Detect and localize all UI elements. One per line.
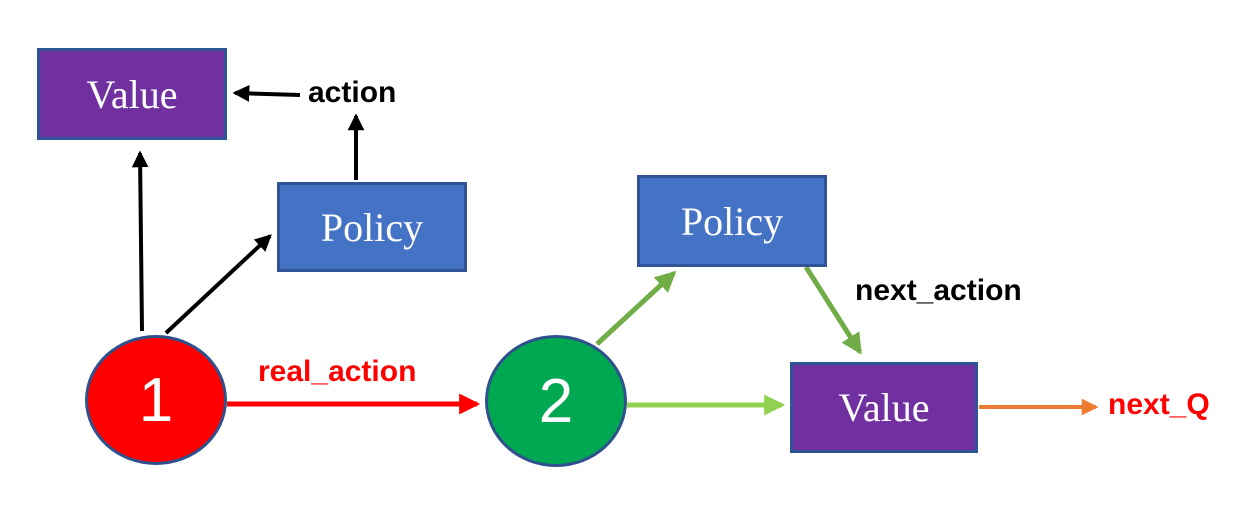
state-circle-2: 2 xyxy=(485,335,627,467)
next-action-label: next_action xyxy=(855,274,1022,307)
policy-box-2-label: Policy xyxy=(680,198,784,244)
value-box-2: Value xyxy=(790,362,978,453)
value-box-1-label: Value xyxy=(86,71,178,117)
state-circle-1-label: 1 xyxy=(138,365,174,435)
policy-box-2: Policy xyxy=(637,175,827,267)
edge-circle1-to-policy1 xyxy=(164,234,272,335)
edge-circle2-to-policy2 xyxy=(595,270,677,346)
value-box-1: Value xyxy=(37,48,227,140)
policy-box-1: Policy xyxy=(277,182,467,272)
edge-action-to-value1 xyxy=(232,85,301,102)
policy-box-1-label: Policy xyxy=(320,204,424,250)
real-action-label: real_action xyxy=(258,355,417,388)
next-q-label: next_Q xyxy=(1108,388,1210,421)
state-circle-1: 1 xyxy=(85,335,227,465)
edge-policy2-to-value2 xyxy=(803,265,863,355)
state-circle-2-label: 2 xyxy=(538,366,574,436)
value-box-2-label: Value xyxy=(838,385,930,430)
action-label: action xyxy=(308,76,397,109)
edge-circle1-to-value1 xyxy=(131,150,149,332)
